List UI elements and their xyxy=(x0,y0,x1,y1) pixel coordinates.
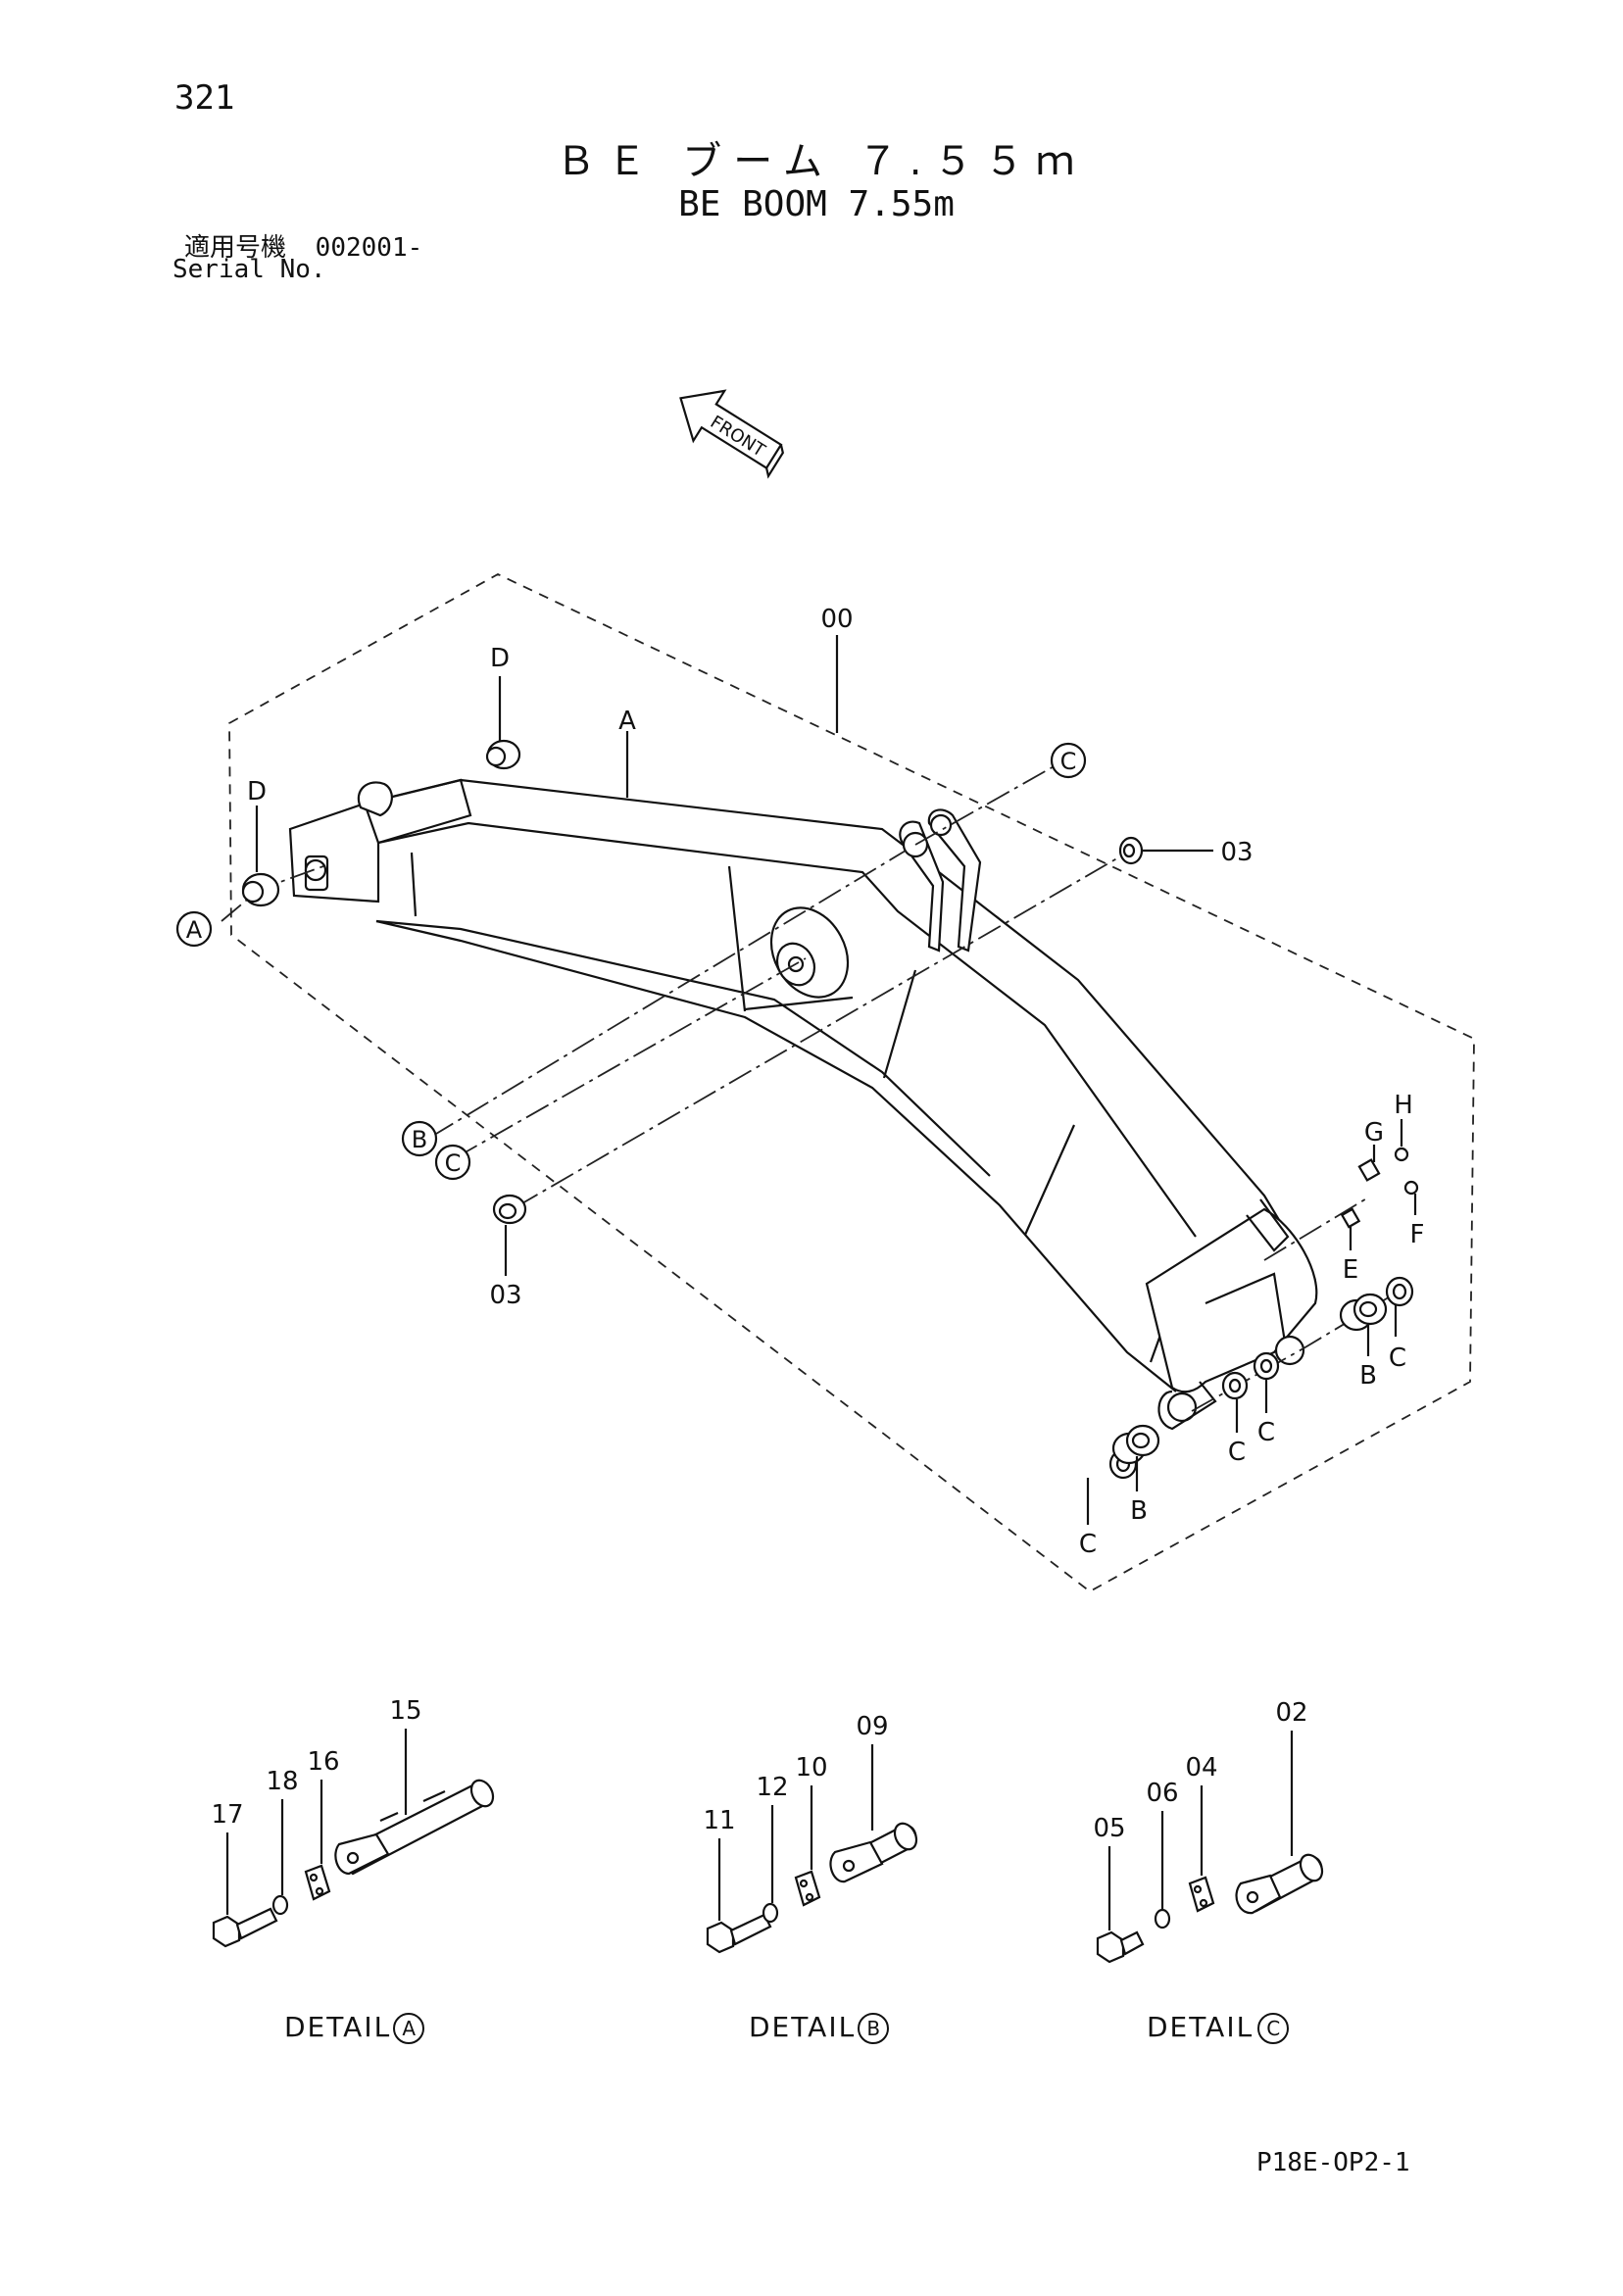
leader-lines xyxy=(255,635,1417,1525)
small-fittings-e-f-g-h xyxy=(1340,1147,1419,1229)
svg-text:B: B xyxy=(412,1126,427,1153)
title-japanese: ＢＥ ブーム ７.５５ｍ xyxy=(556,139,1087,184)
footer-code: P18E-OP2-1 xyxy=(1256,2148,1410,2177)
ring-03-bottom xyxy=(492,1194,527,1225)
serial-label-japanese: 適用号機 002001- xyxy=(184,227,422,264)
callout-g: G xyxy=(1364,1118,1384,1148)
callout-b-right: B xyxy=(1359,1361,1377,1391)
detail-c-washer-number: 06 xyxy=(1146,1779,1178,1808)
detail-a-group: 17 18 16 15 xyxy=(211,1696,495,1948)
detail-c-label: DETAIL xyxy=(1147,2011,1254,2043)
callout-b-low: B xyxy=(1130,1496,1148,1526)
callout-bushing-d-upper: D xyxy=(490,644,510,673)
circle-ref-a: A xyxy=(175,910,213,948)
assembly-boundary xyxy=(228,572,1475,1593)
centerline-c-top xyxy=(914,759,1065,846)
detail-c-pin xyxy=(1235,1853,1324,1915)
callout-c-mid2: C xyxy=(1257,1418,1275,1447)
detail-a-plate xyxy=(304,1864,331,1901)
callout-c-right: C xyxy=(1389,1343,1406,1373)
svg-text:C: C xyxy=(445,1149,462,1177)
detail-b-group: 11 12 10 09 xyxy=(703,1712,918,1954)
detail-b-pin xyxy=(829,1822,918,1883)
detail-c-pin-number: 02 xyxy=(1275,1698,1307,1728)
callout-f: F xyxy=(1410,1220,1425,1249)
page-number: 321 xyxy=(174,78,235,118)
callout-h: H xyxy=(1394,1091,1413,1120)
callout-part-03-top: 03 xyxy=(1220,838,1253,867)
detail-c-group: 05 06 04 02 xyxy=(1093,1698,1324,1964)
serial-label-jp-text: 適用号機 xyxy=(184,233,287,263)
detail-a-pin xyxy=(334,1779,495,1876)
detail-c-washer xyxy=(1154,1908,1171,1930)
title-english: BE BOOM 7.55m xyxy=(678,184,955,224)
detail-b-washer-number: 12 xyxy=(756,1773,788,1802)
detail-a-washer-number: 18 xyxy=(266,1767,298,1796)
callout-c-mid1: C xyxy=(1228,1438,1246,1467)
detail-a-bolt xyxy=(212,1907,278,1948)
detail-c-bolt-number: 05 xyxy=(1093,1814,1125,1843)
centerline-b xyxy=(430,850,907,1138)
callout-c-low: C xyxy=(1079,1530,1097,1559)
circle-ref-c-top: C xyxy=(1050,742,1087,779)
detail-b-label: DETAIL xyxy=(749,2011,857,2043)
detail-b-circle: B xyxy=(858,2013,890,2044)
detail-b-plate xyxy=(794,1870,821,1907)
centerline-03 xyxy=(515,852,1128,1208)
detail-b-bolt xyxy=(706,1913,772,1954)
callout-part-03-bottom: 03 xyxy=(489,1281,521,1310)
svg-text:A: A xyxy=(186,916,203,944)
bushing-d-left xyxy=(241,872,280,907)
detail-a-bolt-number: 17 xyxy=(211,1800,243,1830)
callout-assembly-00: 00 xyxy=(820,605,853,634)
centerline-ef xyxy=(1263,1197,1369,1261)
serial-range: 002001- xyxy=(315,233,423,263)
front-arrow-icon: FRONT xyxy=(679,389,784,479)
detail-a-circle: A xyxy=(393,2013,425,2044)
detail-a-label: DETAIL xyxy=(284,2011,392,2043)
detail-c-plate-number: 04 xyxy=(1185,1753,1217,1783)
detail-b-pin-number: 09 xyxy=(856,1712,888,1741)
callout-e: E xyxy=(1343,1255,1358,1285)
svg-text:C: C xyxy=(1060,748,1077,775)
boom-body xyxy=(288,778,1318,1431)
detail-c-circle: C xyxy=(1257,2013,1290,2044)
serial-label-english: Serial No. xyxy=(172,255,326,284)
detail-b-plate-number: 10 xyxy=(795,1753,827,1783)
detail-b-bolt-number: 11 xyxy=(703,1806,735,1835)
bushing-d-upper xyxy=(485,739,521,770)
circle-ref-b: B xyxy=(401,1120,438,1157)
centerline-c-lower xyxy=(454,957,807,1159)
detail-c-plate xyxy=(1188,1876,1215,1913)
detail-a-washer xyxy=(271,1894,289,1916)
detail-a-pin-number: 15 xyxy=(389,1696,421,1726)
circle-ref-c-lower: C xyxy=(434,1144,471,1181)
detail-a-plate-number: 16 xyxy=(307,1747,339,1777)
ring-03-top xyxy=(1118,836,1144,865)
callout-boom-a: A xyxy=(618,707,636,736)
detail-c-bolt xyxy=(1096,1930,1145,1964)
callout-bushing-d-left: D xyxy=(247,777,267,806)
right-rings xyxy=(1108,1276,1414,1480)
detail-b-washer xyxy=(762,1902,779,1924)
